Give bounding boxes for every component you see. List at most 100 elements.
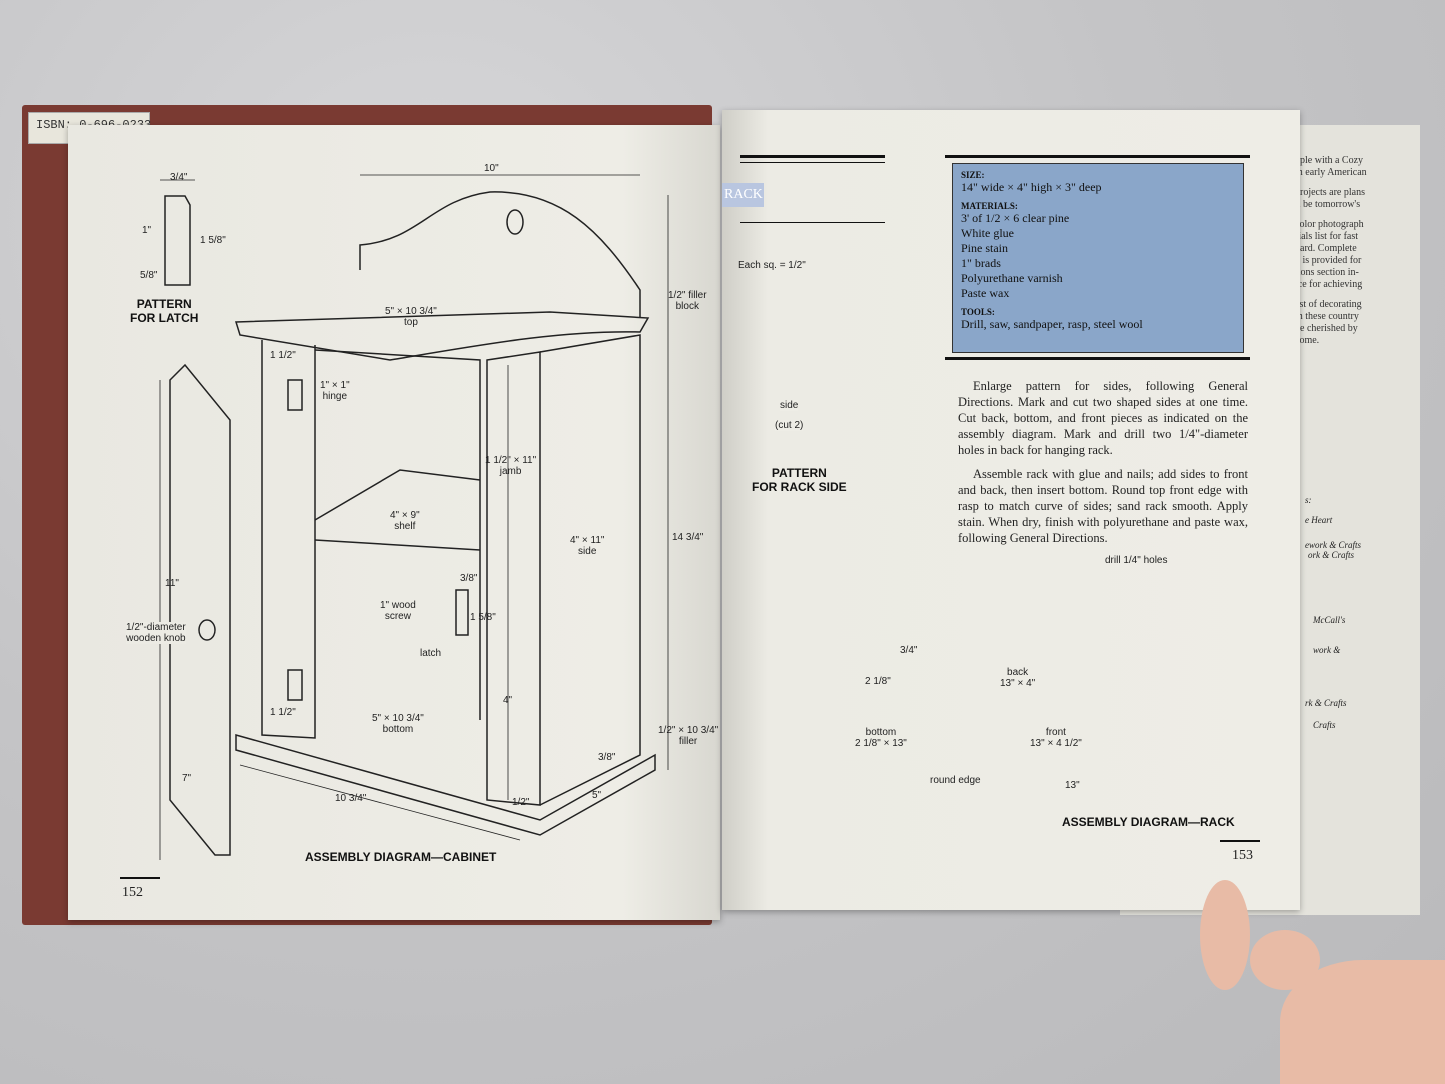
left-page-number: 152 — [122, 885, 143, 900]
flap-list-item: Crafts — [1313, 720, 1336, 730]
dim-label: 3/4" — [900, 645, 918, 656]
part: top — [403, 317, 418, 328]
flap-line: ice for achieving — [1295, 279, 1363, 290]
materials-heading: MATERIALS: — [961, 201, 1018, 211]
dim-label: 3/8" — [598, 752, 616, 763]
rack-caption: ASSEMBLY DIAGRAM—RACK — [1062, 815, 1235, 829]
dim: 5" × 10 3/4" — [385, 306, 437, 317]
finger — [1200, 880, 1250, 990]
flap-list-item: McCall's — [1313, 615, 1346, 625]
material-item: 3' of 1/2 × 6 clear pine — [961, 211, 1070, 225]
part: wooden knob — [126, 633, 186, 644]
pattern-piece-label: side — [780, 400, 799, 411]
flap-line: th these country — [1295, 311, 1359, 322]
dim: 13" × 4" — [1000, 678, 1036, 689]
round-edge-label: round edge — [930, 775, 981, 786]
part: back — [1007, 667, 1029, 678]
jacket-flap-text: uple with a Cozy in early American proje… — [1295, 155, 1395, 347]
part-label-hinge: 1" × 1"hinge — [320, 380, 350, 402]
dim: 13" × 4 1/2" — [1030, 738, 1082, 749]
flap-list-item: ework & Crafts — [1305, 540, 1362, 550]
dim-label: 2 1/8" — [865, 676, 891, 687]
dim-label: 10" — [484, 163, 499, 174]
dim-label: 14 3/4" — [672, 532, 704, 543]
material-item: Paste wax — [961, 286, 1010, 300]
dim-label: 1 1/2" — [270, 350, 296, 361]
dim-label: 5" — [592, 790, 602, 801]
title-line: FOR RACK SIDE — [752, 480, 847, 494]
tools-heading: TOOLS: — [961, 307, 995, 317]
box-rule — [945, 357, 1250, 360]
flap-line: projects are plans — [1295, 187, 1365, 198]
flap-line: color photograph — [1295, 219, 1364, 230]
dim: 1" × 1" — [320, 380, 350, 391]
dim-label: 1 1/2" — [270, 707, 296, 718]
dim-label: 1" — [142, 225, 152, 236]
part-label-bottom: 5" × 10 3/4"bottom — [372, 713, 424, 735]
flap-list-item: ork & Crafts — [1308, 550, 1355, 560]
size-value: 14" wide × 4" high × 3" deep — [961, 180, 1102, 194]
dim: 1" wood — [380, 600, 416, 611]
part: front — [1045, 727, 1066, 738]
dim-label: 10 3/4" — [335, 793, 367, 804]
dim-label: 1 5/8" — [200, 235, 226, 246]
part: side — [578, 546, 597, 557]
instructions-paragraph: Enlarge pattern for sides, following Gen… — [958, 379, 1248, 457]
flap-line: est of decorating — [1295, 299, 1362, 310]
holes-label: drill 1/4" holes — [1105, 555, 1168, 566]
title-line: PATTERN — [771, 466, 827, 480]
dim-label: 5/8" — [140, 270, 158, 281]
header-rule — [740, 222, 885, 223]
part-label-top: 5" × 10 3/4"top — [385, 306, 437, 328]
page-number-rule — [1220, 840, 1260, 842]
title-line: FOR LATCH — [130, 311, 199, 325]
dim-label: 7" — [182, 773, 192, 784]
part-label-shelf: 4" × 9"shelf — [390, 510, 420, 532]
flap-line: be cherished by — [1295, 323, 1358, 334]
page-number-rule — [120, 877, 160, 879]
header-rule — [740, 155, 885, 158]
part: bottom — [382, 724, 414, 735]
flap-list-item: rk & Crafts — [1305, 698, 1347, 708]
flap-list-item: s: — [1305, 495, 1312, 505]
dim: 1/2"-diameter — [126, 622, 186, 633]
material-item: White glue — [961, 226, 1014, 240]
header-rule — [740, 162, 885, 163]
title-line: PATTERN — [136, 297, 192, 311]
part: bottom — [865, 727, 897, 738]
dim-label: 1 5/8" — [470, 612, 496, 623]
flap-line: tions section in- — [1295, 267, 1359, 278]
dim-label: 1/2" — [512, 797, 530, 808]
dim-label: 3/8" — [460, 573, 478, 584]
left-page — [68, 125, 720, 920]
part-label-jamb: 1 1/2" × 11"jamb — [485, 455, 536, 477]
pattern-scale: Each sq. = 1/2" — [738, 260, 806, 271]
instructions-paragraph: Assemble rack with glue and nails; add s… — [958, 467, 1248, 545]
flap-line: ll be tomorrow's — [1295, 199, 1361, 210]
pattern-count: (cut 2) — [775, 420, 804, 431]
dim: 5" × 10 3/4" — [372, 713, 424, 724]
dim: 4" × 11" — [570, 535, 605, 546]
part: filler — [678, 736, 698, 747]
part: jamb — [499, 466, 522, 477]
size-heading: SIZE: — [961, 170, 985, 180]
info-box: SIZE: 14" wide × 4" high × 3" deep MATER… — [952, 163, 1244, 353]
material-item: Polyurethane varnish — [961, 271, 1063, 285]
part: hinge — [322, 391, 348, 402]
part-label-filler: 1/2" × 10 3/4"filler — [658, 725, 718, 747]
flap-line: rials list for fast — [1295, 231, 1359, 242]
dim-label: 4" — [503, 695, 513, 706]
dim-label: 13" — [1065, 780, 1080, 791]
dim-label: 3/4" — [170, 172, 188, 183]
cabinet-caption: ASSEMBLY DIAGRAM—CABINET — [305, 850, 497, 864]
flap-line: uple with a Cozy — [1295, 155, 1364, 166]
part-label-latch: latch — [420, 648, 442, 659]
